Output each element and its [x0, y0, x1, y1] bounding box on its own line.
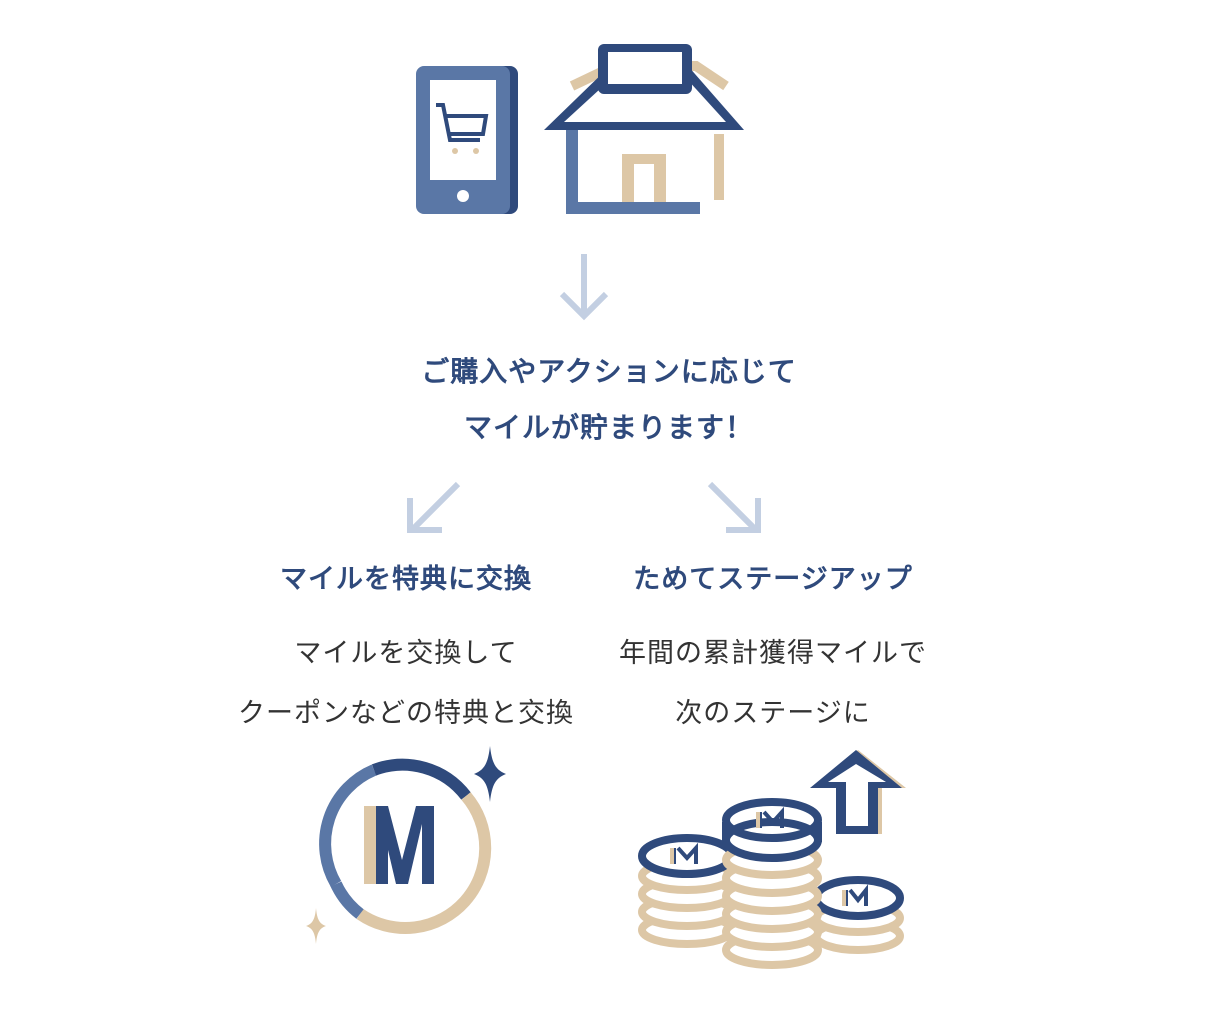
coin-stack-up-icon [638, 750, 906, 969]
left-desc-line-1: マイルを交換して [294, 638, 518, 669]
right-desc-line-2: 次のステージに [675, 698, 871, 729]
mile-coin-icon [306, 746, 506, 944]
left-desc-line-2: クーポンなどの特典と交換 [238, 698, 574, 729]
smartphone-cart-icon [416, 66, 518, 214]
store-icon [544, 44, 744, 214]
down-arrow-icon [559, 254, 609, 321]
right-desc-line-1: 年間の累計獲得マイルで [619, 638, 927, 669]
right-title: ためてステージアップ [633, 564, 913, 595]
down-left-arrow-icon [407, 481, 461, 533]
intro-line-2: マイルが貯まります！ [463, 411, 754, 444]
left-title: マイルを特典に交換 [280, 564, 532, 595]
down-right-arrow-icon [707, 481, 761, 533]
intro-line-1: ご購入やアクションに応じて [421, 355, 797, 388]
